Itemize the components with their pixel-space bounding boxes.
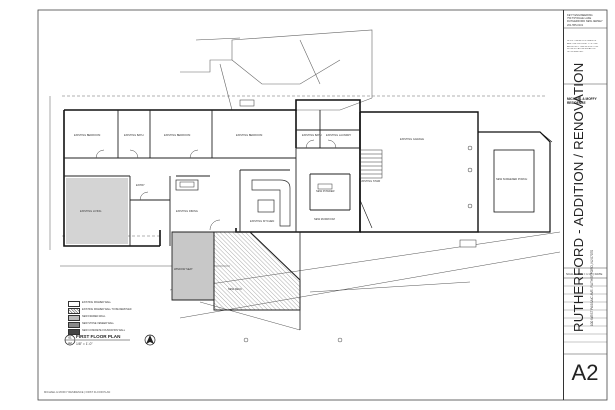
legend-swatch: [68, 329, 80, 335]
callout-tags: [179, 99, 477, 248]
room-label-laundry: EXISTING LAUNDRY: [326, 133, 351, 137]
sheet-number: A2: [571, 360, 599, 385]
title-block-note: NOTE: THESE DOCUMENTS ARE THE PROPERTY O…: [567, 40, 605, 54]
room-label-kitchen: EXISTING KITCHEN: [250, 219, 274, 223]
client-name: MICHAEL & MOFFY RESIDENCE: [567, 97, 597, 105]
room-label-garage: EXISTING GARAGE: [400, 137, 424, 141]
plan-ref-number: 01: [68, 336, 72, 340]
room-label-entry: ENTRY: [136, 183, 145, 187]
legend-row: NEW FRAMED WALL: [68, 314, 178, 321]
room-label-dining: EXISTING DINING: [176, 209, 198, 213]
grid-markers: [243, 337, 343, 343]
north-arrow-icon: [144, 334, 156, 346]
sheet-border: [37, 9, 608, 401]
legend-swatch: [68, 308, 80, 314]
project-title: RUTHERFORD - ADDITION / RENOVATION: [571, 62, 586, 332]
title-block: KEYT ENGINEERING 750 TRYDALE LAKE RUTHER…: [563, 10, 608, 400]
new-addition-fill: [66, 178, 215, 301]
room-label-bedroom-2: EXISTING BEDROOM: [164, 133, 190, 137]
legend-label: NEW FRAMED WALL: [82, 314, 106, 318]
client-line: RESIDENCE: [567, 100, 586, 105]
plan-scale: 1/8" = 1'-0": [76, 342, 93, 346]
room-label-bath-1: EXISTING BATH: [124, 133, 144, 137]
roof-outline: [62, 29, 545, 237]
note-line: WITHOUT AUTHORIZATION: [567, 48, 596, 51]
plan-title: FIRST FLOOR PLAN: [76, 334, 121, 339]
firm-line: RUTHERFORD NEW JERSEY: [567, 20, 603, 24]
title-block-scale: SCALE: 1/8" = 1'-0" | DATE: [566, 272, 603, 276]
room-label-window-seat: WINDOW SEAT: [174, 267, 193, 271]
legend-row: NEW STONE VENEER WALL: [68, 321, 178, 328]
room-label-bedroom-3: EXISTING BEDROOM: [236, 133, 262, 137]
kitchen-counters: [175, 179, 291, 227]
legend-swatch: [68, 301, 80, 307]
room-label-powder: NEW POWDER: [316, 189, 335, 193]
note-line: NOTE: THESE DOCUMENTS: [567, 40, 597, 42]
firm-info: KEYT ENGINEERING 750 TRYDALE LAKE RUTHER…: [567, 14, 605, 27]
sheet-footer: MICHAEL & MOFFY RESIDENCE | FIRST FLOOR …: [44, 391, 111, 394]
client-line: MICHAEL & MOFFY: [567, 97, 597, 101]
legend-row: EXISTING FRAMED WALL TO BE REMOVED: [68, 307, 178, 314]
room-label-bedroom-1: EXISTING BEDROOM: [74, 133, 100, 137]
note-line: ARCHITECT. REPRODUCTION: [567, 45, 599, 48]
firm-line: 201-555-0101: [567, 23, 584, 27]
room-label-bath-2: EXISTING BATH: [302, 133, 322, 137]
firm-line: KEYT ENGINEERING: [567, 14, 593, 17]
garage-walls: [359, 111, 479, 233]
wall-legend: EXISTING FRAMED WALL EXISTING FRAMED WAL…: [68, 300, 178, 335]
room-label-deck: NEW DECK: [228, 287, 242, 291]
room-label-stair: EXISTING STAIR: [360, 179, 380, 183]
room-labels: EXISTING BEDROOM EXISTING BATH EXISTING …: [74, 133, 527, 291]
legend-row: EXISTING FRAMED WALL: [68, 300, 178, 307]
legend-label: EXISTING FRAMED WALL TO BE REMOVED: [82, 307, 132, 311]
legend-row: NEW CONCRETE FOUNDATION WALL: [68, 328, 178, 335]
legend-swatch: [68, 315, 80, 321]
room-label-living: EXISTING LIVING: [80, 209, 101, 213]
note-line: IS PROHIBITED.: [567, 51, 584, 54]
door-swings: [95, 139, 337, 231]
plan-ref-bubble: 01 A2: [64, 334, 130, 346]
new-deck: [213, 231, 301, 330]
title-block-lines: [563, 27, 607, 355]
stair: [359, 149, 383, 179]
interior-walls: [64, 110, 360, 246]
legend-label: NEW CONCRETE FOUNDATION WALL: [82, 328, 126, 332]
note-line: ARE THE PROPERTY OF THE: [567, 42, 598, 45]
legend-label: EXISTING FRAMED WALL: [82, 300, 112, 304]
plan-ref-sheet: A2: [68, 341, 72, 345]
project-address: 100 WEST PASSAIC AVE. RUTHERFORD, NJ 070…: [590, 249, 594, 326]
room-label-porch: NEW SCREENED PORCH: [496, 177, 527, 181]
legend-swatch: [68, 322, 80, 328]
firm-line: 750 TRYDALE LAKE: [567, 17, 592, 21]
room-label-mudroom: NEW MUDROOM: [314, 217, 335, 221]
legend-label: NEW STONE VENEER WALL: [82, 321, 115, 325]
porch-walls: [478, 131, 553, 233]
